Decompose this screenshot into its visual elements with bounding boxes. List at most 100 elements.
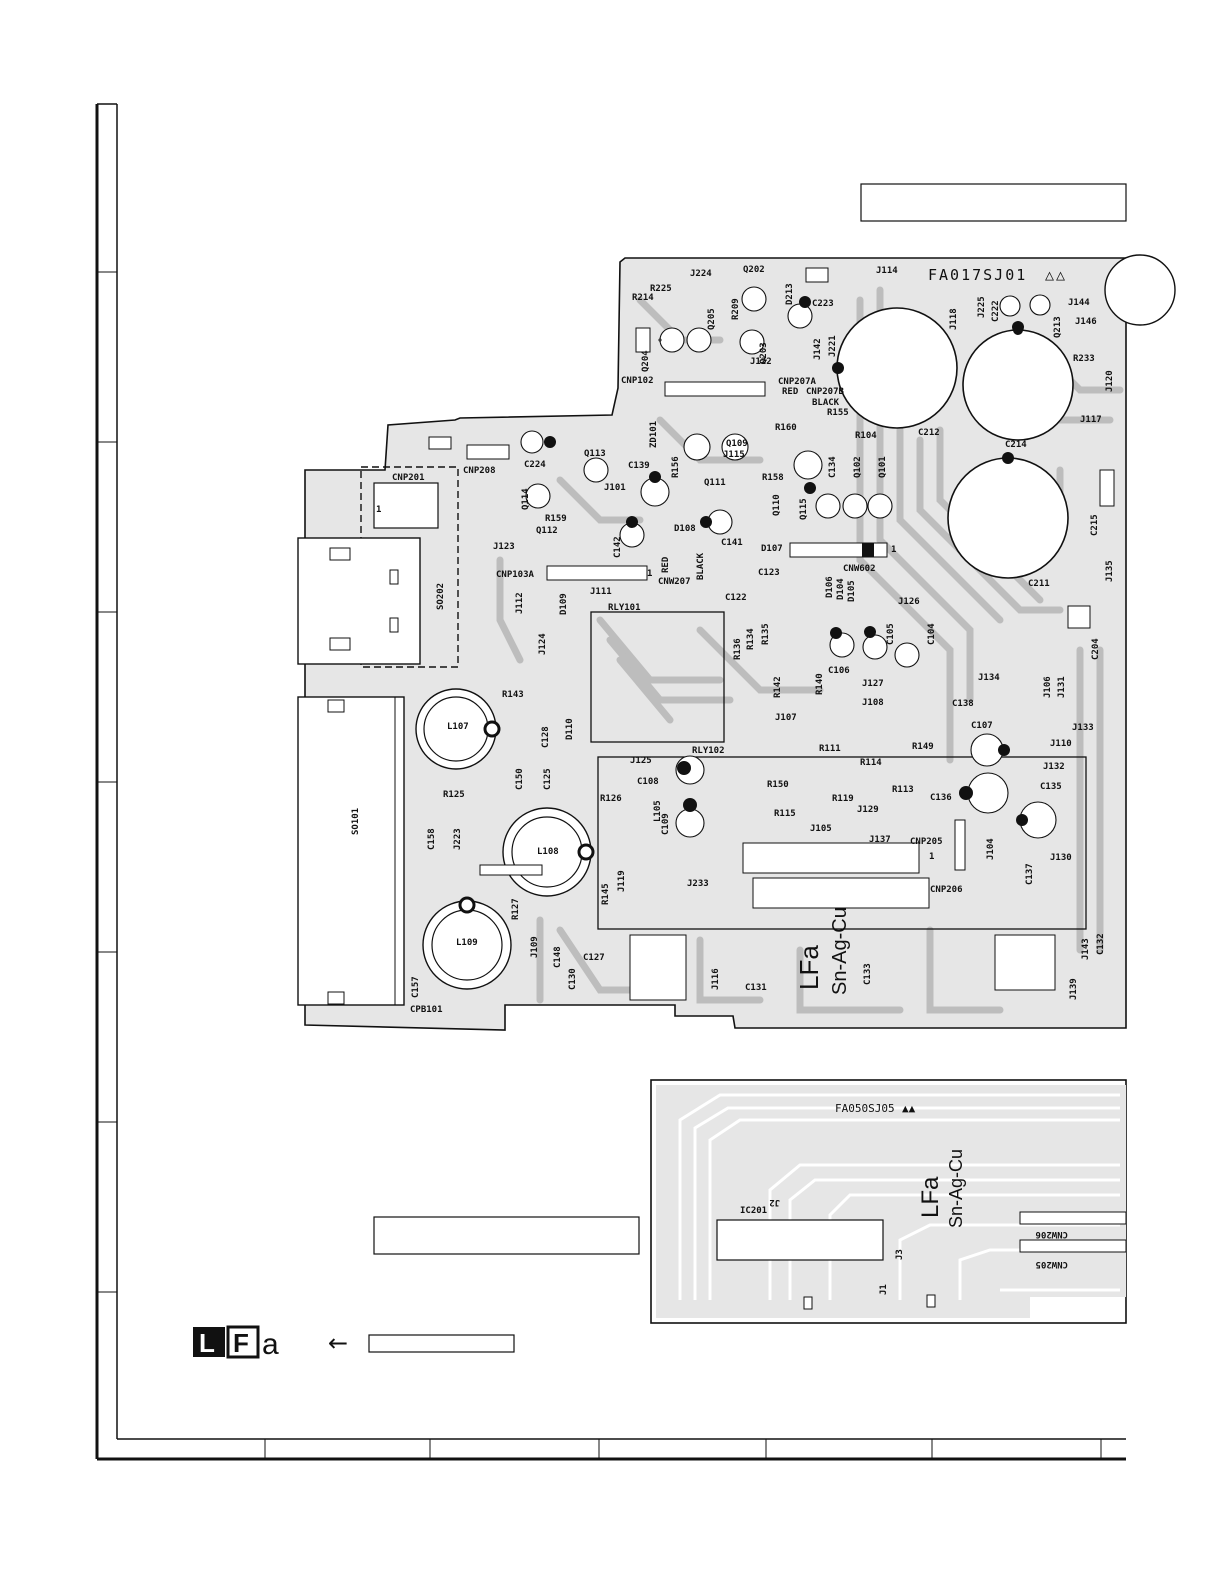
label-r143: R143: [502, 690, 524, 700]
label-q113: Q113: [584, 449, 606, 459]
connector-cnw206: [1019, 1211, 1127, 1225]
board-revision-main: △△: [1045, 266, 1067, 284]
label-r149: R149: [912, 742, 934, 752]
label-c122: C122: [725, 593, 747, 603]
label-q213: Q213: [1053, 316, 1063, 338]
label-rly102: RLY102: [692, 746, 725, 756]
lfa-logo-l-box: [193, 1327, 225, 1357]
label-r113: R113: [892, 785, 914, 795]
solder-mark-snagcu-main: Sn-Ag-Cu: [829, 907, 851, 995]
label-l107: L107: [447, 722, 469, 732]
label-c141: C141: [721, 538, 743, 548]
label-black2: BLACK: [696, 552, 706, 580]
label-r209: R209: [731, 298, 741, 320]
connector-cnp201: [373, 482, 439, 529]
label-one1: 1: [376, 505, 381, 515]
label-j101: J101: [604, 483, 626, 493]
label-j109: J109: [530, 936, 540, 958]
connector-cnw205: [1019, 1239, 1127, 1253]
label-j134: J134: [978, 673, 1000, 683]
label-j108: J108: [862, 698, 884, 708]
label-r142: R142: [773, 676, 783, 698]
label-c109: C109: [661, 813, 671, 835]
label-red1: RED: [782, 387, 799, 397]
label-r158: R158: [762, 473, 784, 483]
label-j119: J119: [617, 870, 627, 892]
label-j225: J225: [977, 296, 987, 318]
label-j133: J133: [1072, 723, 1094, 733]
label-c215: C215: [1090, 514, 1100, 536]
label-r214: R214: [632, 293, 654, 303]
label-c224: C224: [524, 460, 546, 470]
label-cnw206: CNW206: [1035, 1229, 1068, 1239]
title-box-top: [860, 183, 1127, 222]
label-c105: C105: [886, 623, 896, 645]
label-q203: Q203: [759, 342, 769, 364]
label-q102: Q102: [853, 456, 863, 478]
label-cnp103a: CNP103A: [496, 570, 535, 580]
label-j111: J111: [590, 587, 612, 597]
label-cnp206: CNP206: [930, 885, 963, 895]
label-j130: J130: [1050, 853, 1072, 863]
label-j132: J132: [1043, 762, 1065, 772]
label-q202: Q202: [743, 265, 765, 275]
label-j144: J144: [1068, 298, 1090, 308]
lfa-logo-f-box: [226, 1325, 260, 1359]
label-j104: J104: [986, 838, 996, 860]
label-r127: R127: [511, 898, 521, 920]
label-cpb101: CPB101: [410, 1005, 443, 1015]
label-cnp208: CNP208: [463, 466, 496, 476]
label-r114: R114: [860, 758, 882, 768]
label-c123: C123: [758, 568, 780, 578]
relay-rly101: [590, 611, 725, 743]
connector-cnp206: [752, 877, 930, 909]
label-j107: J107: [775, 713, 797, 723]
label-cnw205: CNW205: [1035, 1259, 1068, 1269]
label-c138: C138: [952, 699, 974, 709]
label-j125: J125: [630, 756, 652, 766]
label-j142: J142: [813, 338, 823, 360]
label-c222: C222: [991, 300, 1001, 322]
label-d108: D108: [674, 524, 696, 534]
inductor-l109: [422, 896, 512, 990]
label-d107: D107: [761, 544, 783, 554]
title-box-bottom: [373, 1216, 640, 1255]
label-c130: C130: [568, 968, 578, 990]
label-j139: J139: [1069, 978, 1079, 1000]
label-cnw602: CNW602: [843, 564, 876, 574]
arrow-left-icon: ←: [328, 1329, 348, 1357]
connector-so202-outline: [360, 466, 459, 668]
label-zd101: ZD101: [649, 421, 659, 448]
label-r159: R159: [545, 514, 567, 524]
label-red2: RED: [661, 556, 671, 573]
label-d213: D213: [785, 283, 795, 305]
label-cnp102: CNP102: [621, 376, 654, 386]
label-d104: D104: [836, 578, 846, 600]
label-j115: J115: [723, 450, 745, 460]
lead-free-legend: L F a ←: [193, 1325, 515, 1361]
label-r160: R160: [775, 423, 797, 433]
label-r135: R135: [761, 623, 771, 645]
label-cnp205: CNP205: [910, 837, 943, 847]
label-r119: R119: [832, 794, 854, 804]
label-c157: C157: [411, 976, 421, 998]
board-revision-sub: ▲▲: [902, 1102, 916, 1115]
label-j1: J1: [879, 1284, 889, 1295]
label-c158: C158: [427, 828, 437, 850]
label-c127: C127: [583, 953, 605, 963]
label-q115: Q115: [799, 498, 809, 520]
label-q205: Q205: [707, 308, 717, 330]
inductor-l107: [415, 688, 501, 770]
label-black1: BLACK: [812, 398, 840, 408]
page-frame: [95, 103, 1126, 1461]
label-j122: J122: [750, 357, 772, 367]
board-code-main: FA017SJ01: [928, 266, 1027, 284]
label-c107: C107: [971, 721, 993, 731]
legend-text-box: [368, 1334, 515, 1353]
label-q112: Q112: [536, 526, 558, 536]
label-j114: J114: [876, 266, 898, 276]
label-d110: D110: [565, 718, 575, 740]
label-j146: J146: [1075, 317, 1097, 327]
